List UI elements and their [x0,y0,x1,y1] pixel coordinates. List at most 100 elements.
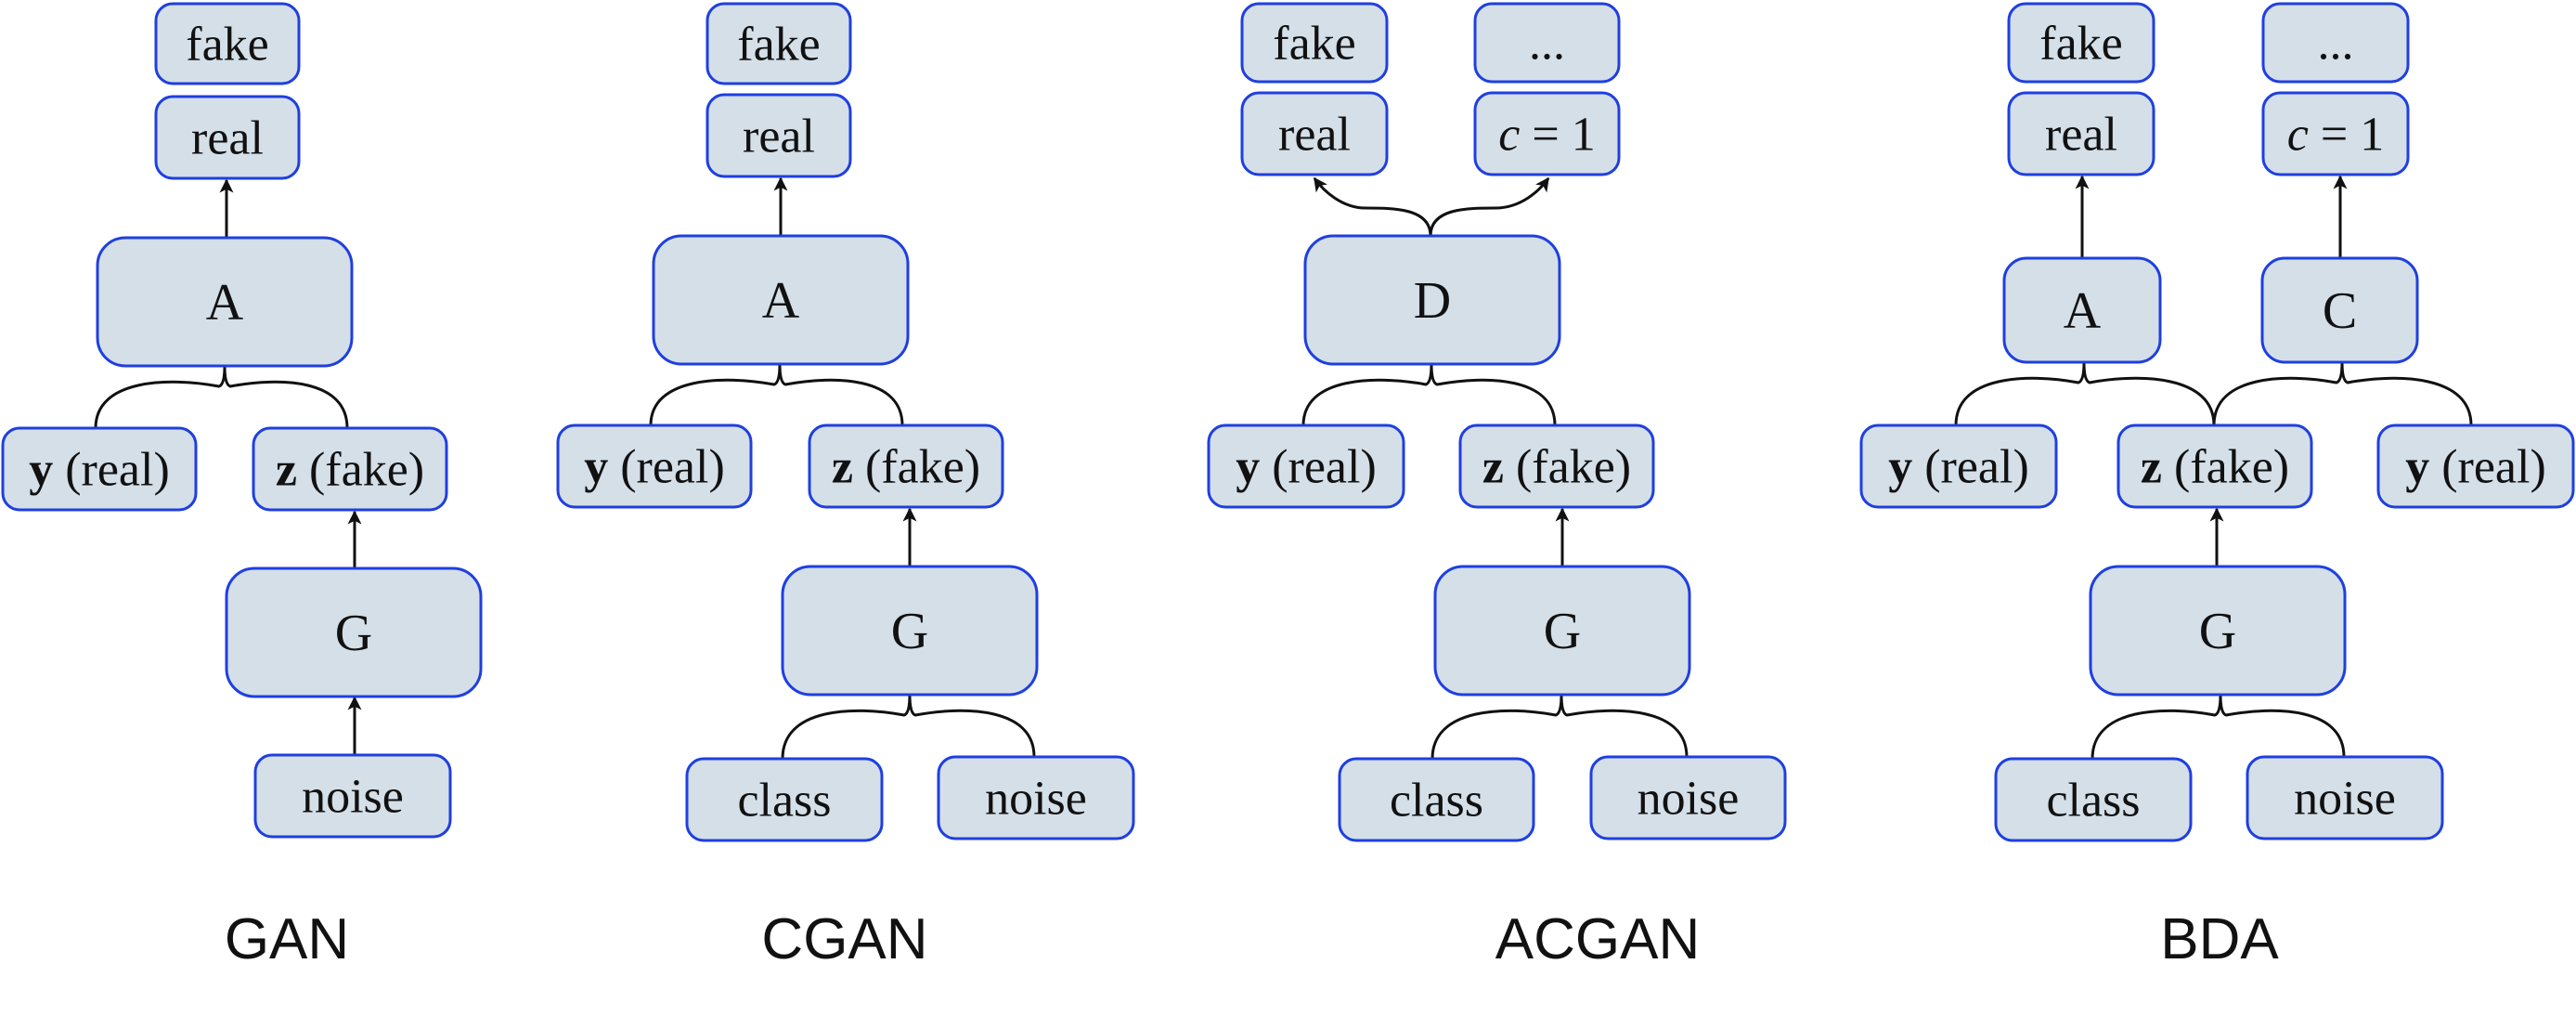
node-label-symbol: z [832,441,853,494]
node-label-text: A [762,272,800,330]
bda-node-y-real-right: y (real) [2376,423,2575,509]
cgan-merge-edge-0 [649,363,904,426]
cgan-node-a: A [652,234,910,366]
node-label: class [1390,775,1483,827]
node-box [1473,2,1621,84]
node-box [652,234,910,366]
node-box [252,426,448,512]
node-label: fake [1273,18,1355,71]
node-box [2116,423,2313,509]
cgan-node-noise: noise [937,755,1135,840]
node-box [937,755,1135,840]
bda-node-y-real-left: y (real) [1859,423,2058,509]
node-box [225,567,483,698]
node-label: G [1544,603,1581,660]
node-box [1458,423,1655,509]
node-label-text: C [2323,282,2357,340]
node-label-text: (real) [1260,441,1377,494]
node-label-text: fake [737,19,820,72]
node-label-text: (real) [1912,441,2029,494]
cgan-node-class: class [685,757,884,842]
node-box [1473,91,1621,176]
acgan-node-y-real: y (real) [1207,423,1405,509]
node-box [2376,423,2575,509]
acgan-node-fake: fake [1240,2,1389,84]
node-box [2261,2,2410,84]
node-label: C [2323,282,2357,340]
node-label: noise [1638,773,1740,826]
node-label: D [1414,272,1451,330]
gan-node-z-fake: z (fake) [252,426,448,512]
node-label: z (fake) [276,444,424,497]
node-label: c = 1 [1498,109,1595,162]
node-box [2246,755,2444,840]
node-label: ... [2318,18,2354,71]
gan-node-fake: fake [154,2,301,85]
cgan-node-fake: fake [705,2,852,85]
gan-node-real: real [154,95,301,180]
node-box [1240,2,1389,84]
node-label-text: class [737,775,831,827]
node-box [2007,2,2155,84]
node-label-text: ... [2318,18,2354,71]
node-label: real [191,112,264,165]
node-label: noise [985,773,1087,826]
node-label-text: real [743,111,815,163]
node-label-text: real [1278,109,1351,162]
node-box [2002,256,2162,364]
node-box [1207,423,1405,509]
node-label-text: noise [2294,773,2396,826]
gan-node-g: G [225,567,483,698]
node-label: class [2046,775,2140,827]
node-label-text: (fake) [297,444,424,497]
panel-caption-cgan: CGAN [761,907,927,971]
node-label-text: G [891,603,928,660]
node-box [1994,757,2193,842]
node-box [1240,91,1389,176]
acgan-node-class: class [1338,757,1535,842]
node-label: fake [186,19,268,72]
node-box [685,757,884,842]
acgan-node-z-fake: z (fake) [1458,423,1655,509]
node-box [1589,755,1787,840]
acgan-node-ellipsis: ... [1473,2,1621,84]
acgan-node-real: real [1240,91,1389,176]
cgan-node-z-fake: z (fake) [808,423,1004,509]
bda-merge-edge-1 [2212,361,2473,426]
node-label: c = 1 [2287,109,2384,162]
node-label: real [1278,109,1351,162]
panel-caption-bda: BDA [2160,907,2279,971]
node-label: real [2045,109,2117,162]
cgan-node-y-real: y (real) [556,423,753,509]
node-label: fake [737,19,820,72]
cgan-node-real: real [705,93,852,178]
bda-node-c: C [2260,256,2419,364]
node-label-symbol: y [1888,441,1912,494]
node-box [808,423,1004,509]
panel-caption-acgan: ACGAN [1495,907,1700,971]
node-label-text: = 1 [1520,109,1595,162]
node-label-symbol: z [2141,441,2162,494]
node-box [705,2,852,85]
node-box [1433,565,1691,697]
node-label-text: noise [1638,773,1740,826]
bda-node-g: G [2089,565,2347,697]
bda-node-fake: fake [2007,2,2155,84]
node-label-text: D [1414,272,1451,330]
node-label-text: class [1390,775,1483,827]
acgan-merge-edge-1 [1430,694,1689,760]
node-box [96,236,354,368]
acgan-node-c1: c = 1 [1473,91,1621,176]
node-box [1,426,198,512]
node-box [2260,256,2419,364]
node-label: A [206,274,244,332]
acgan-split-arrow-left [1313,176,1432,237]
bda-node-a: A [2002,256,2162,364]
node-label-symbol: y [584,441,608,494]
gan-node-y-real: y (real) [1,426,198,512]
cgan-node-g: G [781,565,1039,697]
node-box [2089,565,2347,697]
node-label: real [743,111,815,163]
node-label: y (real) [29,444,170,497]
